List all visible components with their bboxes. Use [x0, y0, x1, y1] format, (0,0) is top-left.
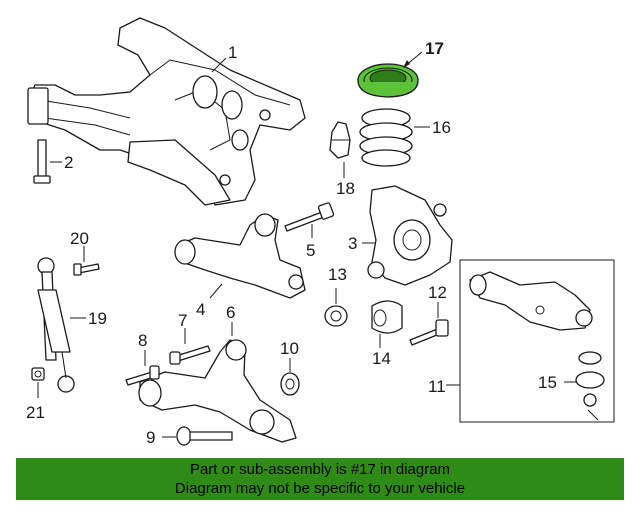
fitment-banner: Part or sub-assembly is #17 in diagram D… [16, 458, 624, 500]
callout-18: 18 [336, 179, 355, 198]
callout-14: 14 [372, 349, 391, 368]
banner-line-2: Diagram may not be specific to your vehi… [174, 480, 466, 497]
callout-10: 10 [280, 339, 299, 358]
callout-16: 16 [432, 118, 451, 137]
callout-13: 13 [328, 265, 347, 284]
bolt-part-7 [169, 345, 211, 365]
callout-8: 8 [138, 331, 147, 350]
bushing-part-14 [371, 300, 403, 334]
callout-7: 7 [178, 311, 187, 330]
callout-3: 3 [348, 234, 357, 253]
callout-2: 2 [64, 153, 73, 172]
callout-19: 19 [88, 309, 107, 328]
bushing-part-13 [324, 305, 348, 327]
spring-seat-part-17 [357, 63, 419, 98]
callout-12: 12 [428, 283, 447, 302]
upper-control-arm-part-4 [174, 213, 306, 299]
coil-spring-part-16 [359, 108, 413, 167]
nut-part-21 [31, 367, 45, 381]
bolt-part-2 [33, 139, 51, 184]
callout-5: 5 [306, 241, 315, 260]
cam-bolt-part-9 [176, 426, 233, 446]
parts-diagram: 1 2 17 16 18 5 [26, 17, 615, 447]
callout-11: 11 [428, 377, 446, 396]
steering-knuckle-part-3 [367, 185, 453, 286]
bolt-part-20 [73, 263, 100, 276]
bolt-part-8 [125, 365, 160, 386]
callout-15: 15 [538, 373, 557, 392]
lower-control-arm-part-6 [138, 339, 297, 443]
callout-1: 1 [228, 43, 237, 62]
callout-20: 20 [70, 229, 89, 248]
callout-9: 9 [146, 428, 155, 447]
bushing-part-10 [280, 372, 300, 396]
banner-line-1: Part or sub-assembly is #17 in diagram [189, 461, 451, 478]
bump-stop-part-18 [329, 121, 351, 159]
callout-17: 17 [425, 39, 444, 58]
bolt-part-5 [284, 202, 335, 232]
subframe-part [27, 17, 306, 206]
bolt-part-12 [409, 319, 449, 346]
callout-6: 6 [226, 303, 235, 322]
callout-4: 4 [196, 300, 205, 319]
lower-arm-assembly-part-11 [459, 259, 615, 423]
callout-21: 21 [26, 403, 45, 422]
shock-absorber-part-19 [37, 257, 75, 393]
